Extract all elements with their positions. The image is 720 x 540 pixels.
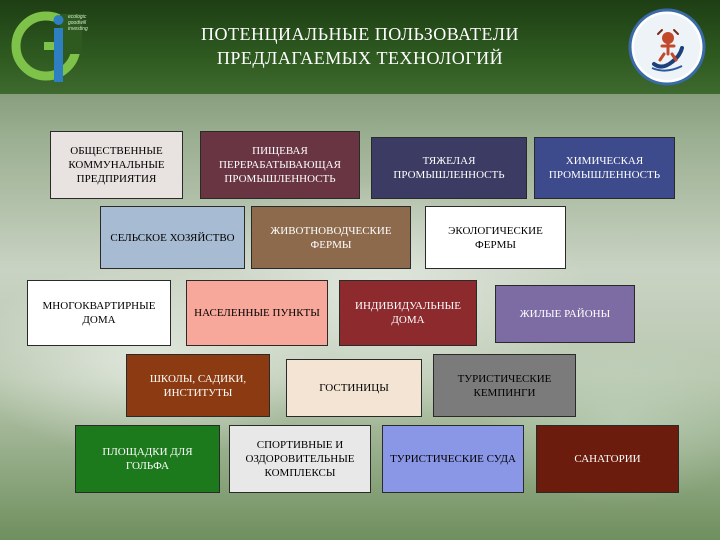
user-box-livestock-farms: ЖИВОТНОВОДЧЕСКИЕ ФЕРМЫ [251, 206, 411, 269]
logo-tagline-line2: goodwill [68, 20, 87, 26]
user-box-label: МНОГОКВАРТИРНЫЕ ДОМА [42, 300, 156, 326]
user-box-label: ОБЩЕСТВЕННЫЕ КОММУНАЛЬНЫЕ ПРЕДПРИЯТИЯ [68, 145, 165, 185]
user-box-label: САНАТОРИИ [574, 453, 641, 465]
logo-tagline-line1: ecologic [68, 14, 87, 20]
mascot-emblem [628, 8, 706, 86]
user-box-label: ПИЩЕВАЯ ПЕРЕРАБАТЫВАЮЩАЯ ПРОМЫШЛЕННОСТЬ [219, 145, 341, 185]
user-box-label: ТУРИСТИЧЕСКИЕ КЕМПИНГИ [457, 372, 552, 399]
user-box-ecological-farms: ЭКОЛОГИЧЕСКИЕ ФЕРМЫ [425, 206, 566, 269]
user-box-hotels: ГОСТИНИЦЫ [286, 359, 422, 417]
user-box-label: НАСЕЛЕННЫЕ ПУНКТЫ [194, 307, 320, 319]
logo-tagline: ecologic goodwill investing [68, 14, 88, 32]
user-box-settlements: НАСЕЛЕННЫЕ ПУНКТЫ [186, 280, 328, 346]
user-box-sanatoriums: САНАТОРИИ [536, 425, 679, 493]
user-box-heavy-industry: ТЯЖЕЛАЯ ПРОМЫШЛЕННОСТЬ [371, 137, 527, 199]
gi-logo-icon [11, 11, 82, 82]
title-line-2: ПРЕДЛАГАЕМЫХ ТЕХНОЛОГИЙ [216, 48, 504, 68]
gi-logo: ecologic goodwill investing [10, 6, 100, 88]
user-box-label: ИНДИВИДУАЛЬНЫЕ ДОМА [355, 300, 461, 326]
user-box-label: ГОСТИНИЦЫ [319, 382, 389, 394]
page-title: ПОТЕНЦИАЛЬНЫЕ ПОЛЬЗОВАТЕЛИ ПРЕДЛАГАЕМЫХ … [120, 22, 600, 70]
user-box-public-utilities: ОБЩЕСТВЕННЫЕ КОММУНАЛЬНЫЕ ПРЕДПРИЯТИЯ [50, 131, 183, 199]
user-box-label: ТУРИСТИЧЕСКИЕ СУДА [390, 453, 516, 465]
logo-tagline-line3: investing [68, 26, 88, 32]
title-line-1: ПОТЕНЦИАЛЬНЫЕ ПОЛЬЗОВАТЕЛИ [201, 24, 519, 44]
mascot-emblem-icon [628, 8, 706, 86]
user-box-label: ЖИВОТНОВОДЧЕСКИЕ ФЕРМЫ [270, 224, 392, 251]
user-box-sports-complexes: СПОРТИВНЫЕ И ОЗДОРОВИТЕЛЬНЫЕ КОМПЛЕКСЫ [229, 425, 371, 493]
user-box-tourist-campings: ТУРИСТИЧЕСКИЕ КЕМПИНГИ [433, 354, 576, 417]
user-box-golf-courses: ПЛОЩАДКИ ДЛЯ ГОЛЬФА [75, 425, 220, 493]
user-box-label: СПОРТИВНЫЕ И ОЗДОРОВИТЕЛЬНЫЕ КОМПЛЕКСЫ [245, 439, 355, 479]
user-box-private-houses: ИНДИВИДУАЛЬНЫЕ ДОМА [339, 280, 477, 346]
user-box-label: ЭКОЛОГИЧЕСКИЕ ФЕРМЫ [448, 224, 543, 251]
user-box-label: ХИМИЧЕСКАЯ ПРОМЫШЛЕННОСТЬ [548, 155, 661, 181]
user-box-label: ЖИЛЫЕ РАЙОНЫ [519, 308, 611, 320]
user-box-label: ТЯЖЕЛАЯ ПРОМЫШЛЕННОСТЬ [393, 155, 505, 181]
user-box-schools: ШКОЛЫ, САДИКИ, ИНСТИТУТЫ [126, 354, 270, 417]
header-band [0, 0, 720, 94]
user-box-label: ШКОЛЫ, САДИКИ, ИНСТИТУТЫ [149, 372, 247, 399]
user-box-agriculture: СЕЛЬСКОЕ ХОЗЯЙСТВО [100, 206, 245, 269]
user-box-label: СЕЛЬСКОЕ ХОЗЯЙСТВО [110, 231, 235, 244]
user-box-residential-areas: ЖИЛЫЕ РАЙОНЫ [495, 285, 635, 343]
user-box-chemical-industry: ХИМИЧЕСКАЯ ПРОМЫШЛЕННОСТЬ [534, 137, 675, 199]
user-box-label: ПЛОЩАДКИ ДЛЯ ГОЛЬФА [102, 446, 193, 472]
user-box-food-processing: ПИЩЕВАЯ ПЕРЕРАБАТЫВАЮЩАЯ ПРОМЫШЛЕННОСТЬ [200, 131, 360, 199]
user-box-tourist-ships: ТУРИСТИЧЕСКИЕ СУДА [382, 425, 524, 493]
user-box-apartment-buildings: МНОГОКВАРТИРНЫЕ ДОМА [27, 280, 171, 346]
